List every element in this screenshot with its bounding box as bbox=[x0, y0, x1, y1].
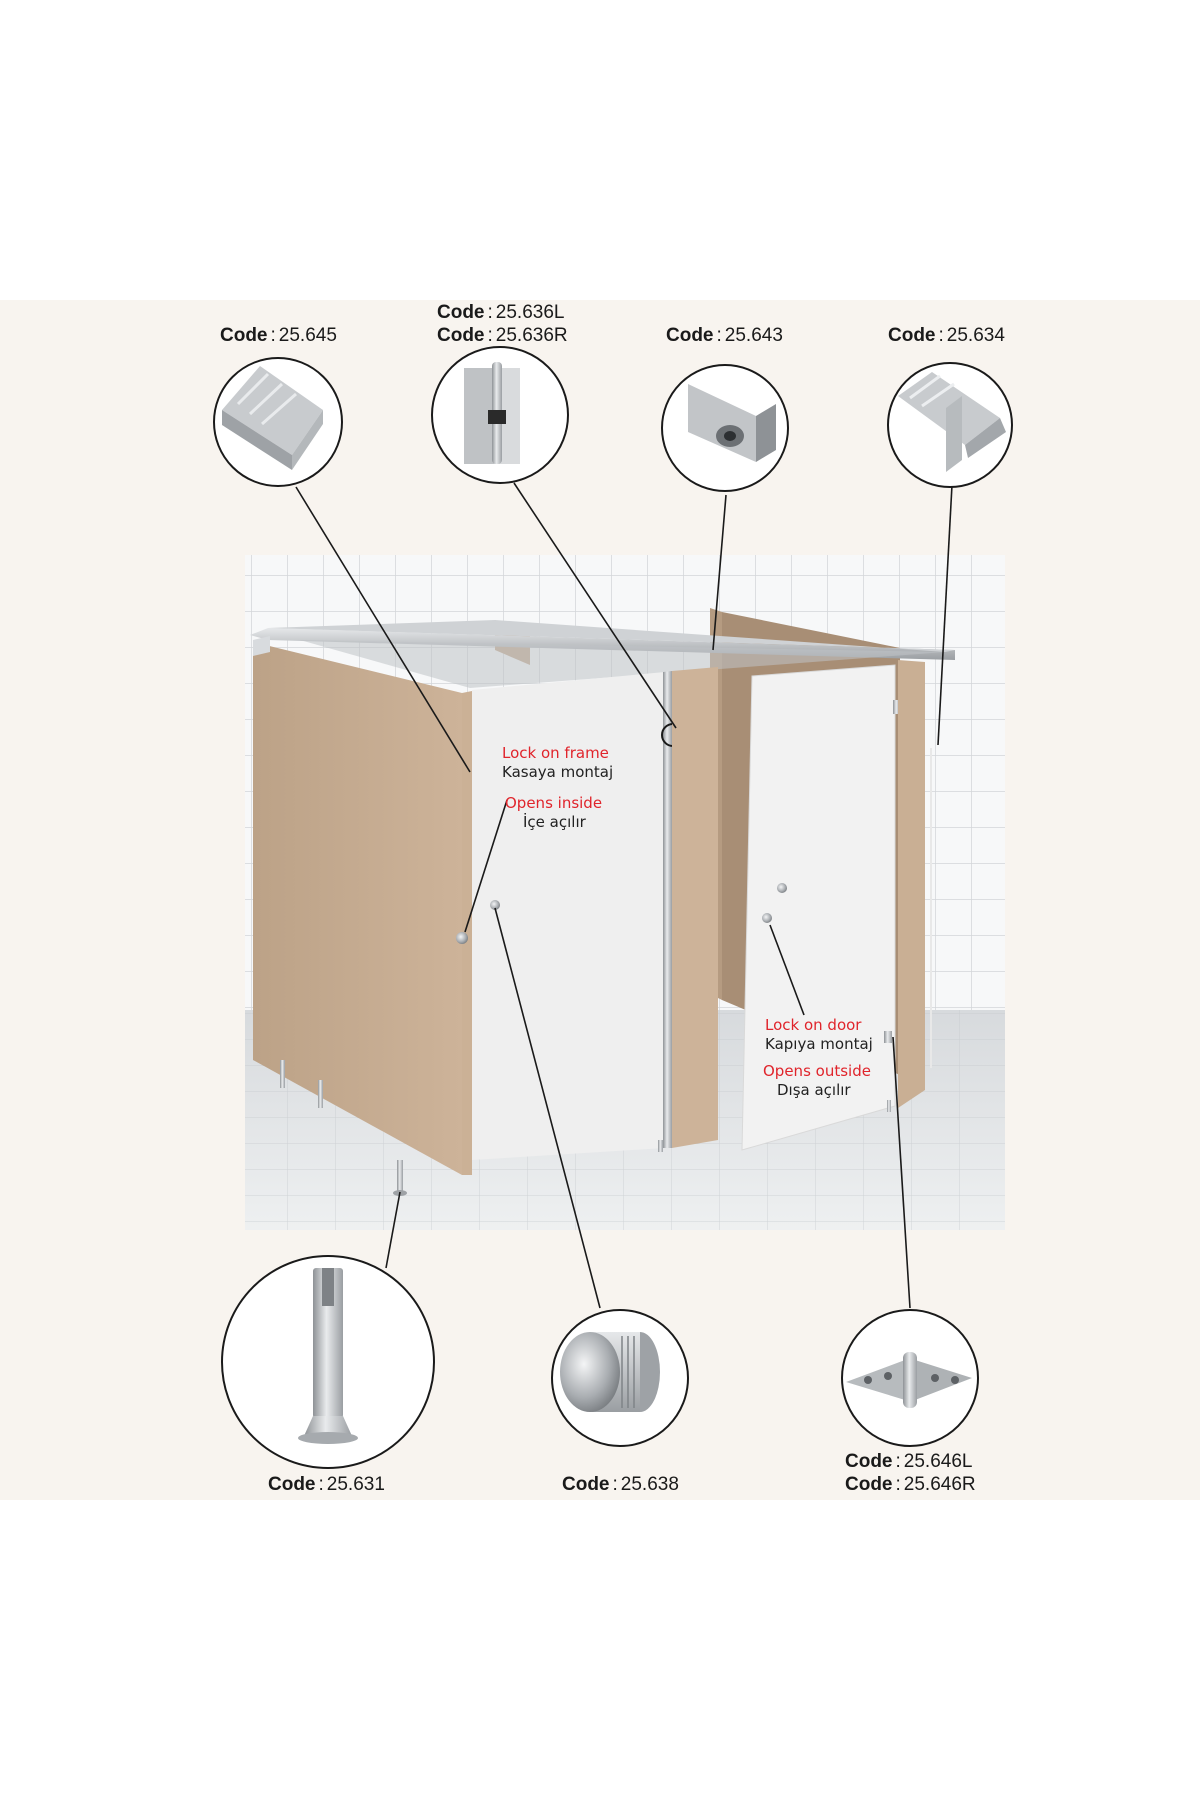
door-knob-left bbox=[490, 900, 500, 910]
leader-lines bbox=[295, 482, 953, 1309]
callout-hinge-profile bbox=[431, 346, 569, 484]
note-opens-inside: Opens inside İçe açılır bbox=[505, 794, 603, 831]
left-door-closed bbox=[472, 672, 665, 1160]
callout-corner-profile bbox=[887, 362, 1013, 488]
center-pilaster bbox=[672, 667, 718, 1148]
code-label-25643: Code:25.643 bbox=[666, 325, 783, 346]
right-pilaster bbox=[898, 660, 925, 1108]
hinge-profile-icon bbox=[464, 362, 520, 464]
code-label-25636R: Code:25.636R bbox=[437, 325, 568, 346]
code-label-25638: Code:25.638 bbox=[562, 1474, 679, 1495]
callout-profile-top bbox=[213, 357, 343, 487]
aluminium-profile-icon bbox=[222, 366, 323, 470]
support-leg-visible bbox=[397, 1160, 403, 1192]
corner-profile-icon bbox=[898, 372, 1006, 472]
door-hinge-visible bbox=[884, 1031, 892, 1043]
callout-support-leg bbox=[221, 1255, 435, 1469]
code-label-25631: Code:25.631 bbox=[268, 1474, 385, 1495]
left-side-partition bbox=[253, 642, 462, 1175]
door-lock bbox=[762, 913, 772, 923]
code-label-25645: Code:25.645 bbox=[220, 325, 337, 346]
door-hinge-icon bbox=[846, 1352, 972, 1408]
callout-wall-bracket bbox=[661, 364, 789, 492]
support-leg-icon bbox=[298, 1268, 358, 1444]
note-lock-on-frame: Lock on frame Kasaya montaj bbox=[502, 744, 614, 781]
cubicle-scene bbox=[245, 555, 1005, 1230]
callout-door-knob bbox=[551, 1309, 689, 1447]
callout-door-hinge bbox=[841, 1309, 979, 1447]
frame-lock bbox=[456, 932, 468, 944]
note-opens-outside: Opens outside Dışa açılır bbox=[763, 1062, 871, 1099]
code-label-25636L: Code:25.636L bbox=[437, 302, 565, 323]
wall-bracket-icon bbox=[688, 384, 776, 462]
right-door-open bbox=[741, 664, 896, 1151]
code-label-25634: Code:25.634 bbox=[888, 325, 1005, 346]
code-label-25646R: Code:25.646R bbox=[845, 1474, 976, 1495]
hinge-profile-visible bbox=[663, 671, 672, 1148]
door-knob-icon bbox=[560, 1332, 660, 1412]
door-knob-right bbox=[777, 883, 787, 893]
note-lock-on-door: Lock on door Kapıya montaj bbox=[765, 1016, 873, 1053]
code-label-25646L: Code:25.646L bbox=[845, 1451, 973, 1472]
